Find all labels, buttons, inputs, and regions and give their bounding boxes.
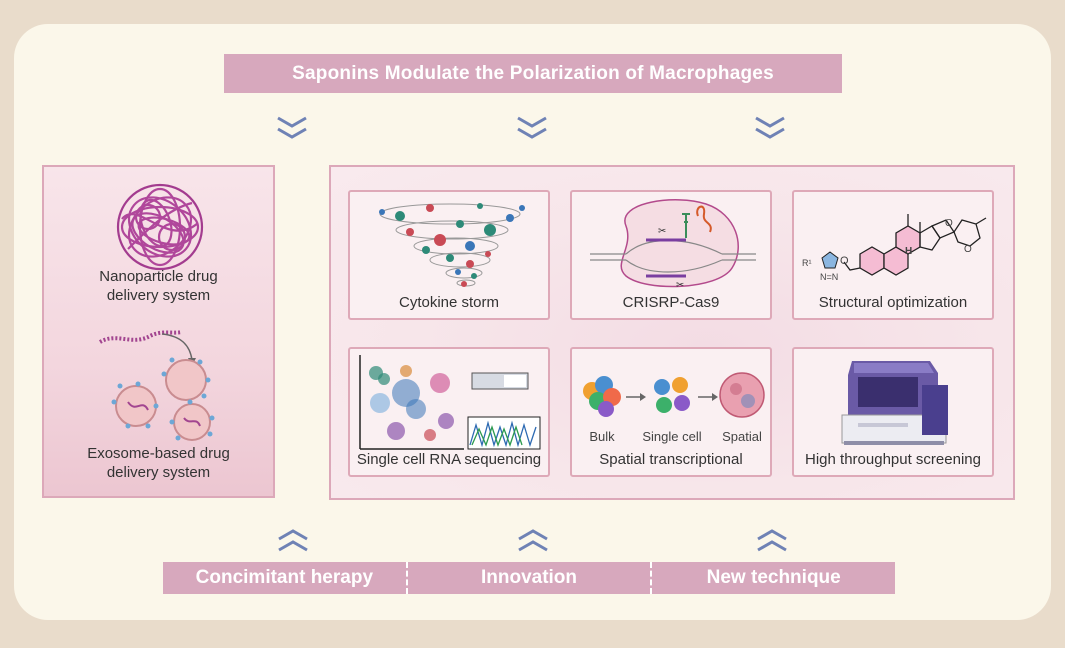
- card-high-throughput-screening: High throughput screening: [792, 347, 994, 477]
- card-label: Spatial transcriptional: [599, 451, 743, 468]
- category-innovation: Innovation: [405, 562, 651, 594]
- double-chevron-down-icon: [755, 116, 785, 139]
- card-spatial-transcriptional: Bulk Single cell Spatial Spatial transcr…: [570, 347, 772, 477]
- card-cytokine-storm: Cytokine storm: [348, 190, 550, 320]
- cells-icon: [583, 372, 765, 418]
- svg-text:O: O: [840, 255, 849, 267]
- nanoparticle-label: Nanoparticle drug delivery system: [99, 268, 218, 304]
- tsne-plot-icon: [359, 355, 541, 450]
- card-label: Structural optimization: [818, 294, 968, 311]
- svg-text:✂: ✂: [676, 280, 684, 291]
- nanoparticle-icon: [116, 183, 204, 271]
- card-label: Cytokine storm: [398, 294, 500, 311]
- double-chevron-down-icon: [277, 116, 307, 139]
- category-bar: Concimitant herapy Innovation New techni…: [163, 562, 895, 594]
- steroid-molecule-icon: O O O H N=N R¹: [802, 214, 987, 282]
- card-crispr-cas9: ✂ ✂ CRISRP-Cas9: [570, 190, 772, 320]
- double-chevron-up-icon: [518, 529, 548, 552]
- category-concomitant-therapy: Concimitant herapy: [195, 567, 374, 588]
- double-chevron-up-icon: [278, 529, 308, 552]
- card-label: CRISRP-Cas9: [622, 294, 720, 311]
- svg-text:Single cell: Single cell: [642, 429, 701, 444]
- double-chevron-down-icon: [517, 116, 547, 139]
- svg-text:Bulk: Bulk: [589, 429, 615, 444]
- svg-text:N=N: N=N: [820, 272, 838, 282]
- svg-text:✂: ✂: [658, 226, 666, 237]
- card-label: High throughput screening: [805, 451, 981, 468]
- exosome-label: Exosome-based drug delivery system: [87, 445, 230, 481]
- spatial-step-labels: Bulk Single cell Spatial: [589, 429, 762, 444]
- diagram-title: Saponins Modulate the Polarization of Ma…: [224, 54, 842, 93]
- svg-text:R¹: R¹: [802, 258, 812, 268]
- card-single-cell-rna: Single cell RNA sequencing: [348, 347, 550, 477]
- svg-text:O: O: [964, 244, 972, 255]
- concomitant-therapy-box: Nanoparticle drug delivery system Exosom…: [42, 165, 275, 498]
- tornado-icon: [379, 203, 525, 287]
- crispr-icon: ✂ ✂: [590, 199, 756, 291]
- innovation-box: Cytokine storm ✂ ✂ CRISRP-Cas9: [329, 165, 1015, 500]
- svg-text:O: O: [945, 218, 953, 229]
- card-label: Single cell RNA sequencing: [356, 451, 542, 468]
- svg-text:Spatial: Spatial: [722, 429, 762, 444]
- double-chevron-up-icon: [757, 529, 787, 552]
- category-new-technique: New technique: [650, 562, 895, 594]
- svg-text:H: H: [905, 246, 912, 257]
- card-structural-optimization: O O O H N=N R¹ Structural optimization: [792, 190, 994, 320]
- machine-icon: [841, 361, 948, 445]
- exosome-icon: [98, 330, 215, 441]
